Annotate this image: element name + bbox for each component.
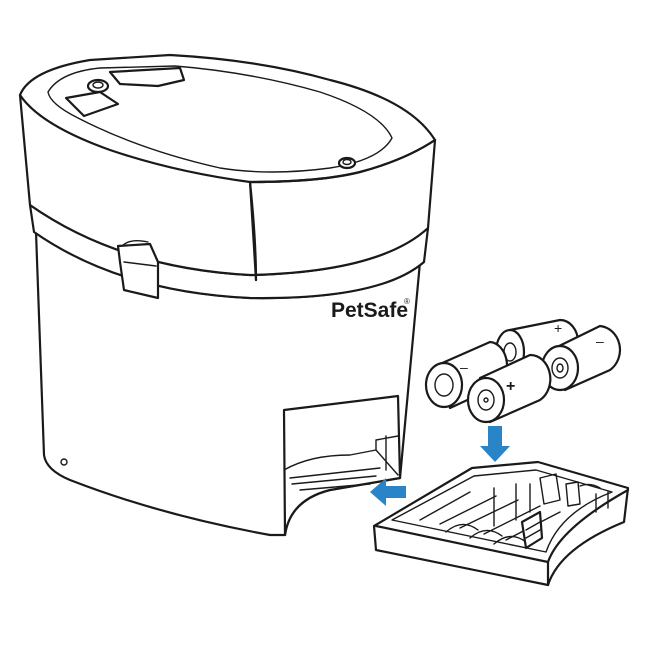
dispenser-ridges	[289, 467, 381, 491]
tray-contacts	[539, 473, 581, 507]
lid-opening-left	[64, 90, 120, 118]
lid-latch	[116, 239, 160, 300]
tray-cradles	[445, 523, 527, 545]
battery-polarity: –	[596, 333, 604, 349]
batteries: + – – +	[424, 318, 622, 424]
lid-button-icon	[86, 78, 110, 94]
power-button-icon	[337, 156, 357, 170]
arrow-down-icon	[480, 426, 510, 462]
arrow-left-icon	[370, 478, 406, 506]
lid-side-panel-line	[248, 180, 258, 282]
tray-posts	[579, 483, 609, 513]
feeder-body: PetSafe ®	[18, 53, 437, 537]
tray-latch	[520, 510, 544, 550]
brand-logo: PetSafe	[331, 299, 408, 322]
battery-tray	[372, 460, 630, 587]
lid-inner-panel	[47, 65, 393, 173]
battery: +	[466, 353, 552, 424]
dispenser-inner-floor	[283, 449, 399, 476]
dispenser-opening	[282, 394, 402, 537]
feeder-foot	[60, 458, 68, 466]
brand-trademark: ®	[404, 297, 410, 306]
dispenser-inner-wall	[375, 435, 399, 471]
tray-front-face	[374, 488, 630, 587]
battery-polarity: +	[554, 320, 562, 336]
battery-polarity: +	[506, 378, 515, 395]
feeder-lid	[18, 53, 437, 277]
battery-polarity: –	[460, 359, 468, 375]
lid-opening-right	[108, 66, 186, 88]
